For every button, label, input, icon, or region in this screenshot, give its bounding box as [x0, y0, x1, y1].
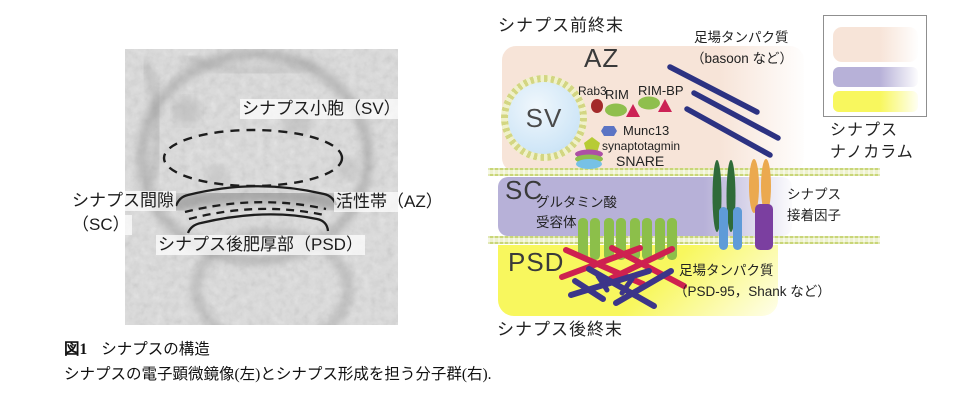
legend-az-band — [833, 27, 918, 62]
cleft-dashed-line-2 — [188, 207, 325, 221]
sc-zone-label: SC — [505, 175, 544, 205]
sv-label: SV — [525, 102, 563, 133]
legend-label-line2: ナノカラム — [830, 144, 914, 161]
rim-label: RIM — [605, 87, 629, 102]
active-zone-line — [174, 185, 338, 207]
em-label-cleft-line2: （SC） — [70, 215, 132, 235]
em-label-synaptic-vesicle: シナプス小胞（SV） — [240, 99, 403, 119]
psd-bracket — [186, 213, 330, 234]
munc13-label: Munc13 — [623, 123, 670, 138]
legend-label-line1: シナプス — [830, 122, 899, 139]
adhesion-label-line2: 接着因子 — [787, 208, 841, 223]
postsynaptic-membrane — [488, 236, 880, 244]
glutamate-label-line1: グルタミン酸 — [536, 195, 617, 210]
em-label-active-zone: 活性帯（AZ） — [334, 192, 445, 212]
figure-number: 図1 — [64, 341, 88, 358]
az-zone-label: AZ — [584, 43, 620, 73]
snare-label: SNARE — [616, 153, 665, 169]
nanocolumn-legend-box — [823, 15, 927, 117]
rab3-label: Rab3 — [578, 84, 607, 98]
em-texture-and-annotations — [125, 49, 398, 349]
synaptic-vesicle: SV — [501, 75, 587, 161]
figure-caption-body: シナプスの電子顕微鏡像(左)とシナプス形成を担う分子群(右). — [64, 366, 492, 383]
pre-scaffold-label-line1: 足場タンパク質 — [694, 30, 789, 45]
psd-zone-label: PSD — [508, 247, 565, 277]
pre-scaffold-label-line2: （basoon など） — [691, 51, 794, 66]
presynaptic-terminal-label: シナプス前終末 — [498, 16, 624, 35]
figure-caption-title: 図1 シナプスの構造 — [64, 337, 210, 359]
em-label-psd: シナプス後肥厚部（PSD） — [156, 235, 365, 255]
legend-psd-band — [833, 91, 918, 112]
electron-micrograph — [125, 49, 398, 349]
synaptic-vesicle-lumen: SV — [508, 82, 580, 154]
em-annotations — [162, 128, 344, 234]
em-label-cleft-line1: シナプス間隙 — [70, 191, 176, 211]
legend-sc-band — [833, 67, 918, 87]
presynaptic-membrane — [488, 168, 880, 176]
adhesion-label-line1: シナプス — [787, 187, 841, 202]
post-scaffold-label-line1: 足場タンパク質 — [679, 263, 774, 278]
postsynaptic-terminal-label: シナプス後終末 — [497, 320, 623, 339]
rim-bp-label: RIM-BP — [638, 83, 684, 98]
synaptotagmin-label: synaptotagmin — [602, 139, 681, 153]
post-scaffold-label-line2: （PSD-95，Shank など） — [674, 284, 831, 299]
glutamate-label-line2: 受容体 — [536, 215, 577, 230]
cleft-dashed-line-1 — [184, 201, 327, 214]
figure-title: シナプスの構造 — [101, 341, 210, 358]
